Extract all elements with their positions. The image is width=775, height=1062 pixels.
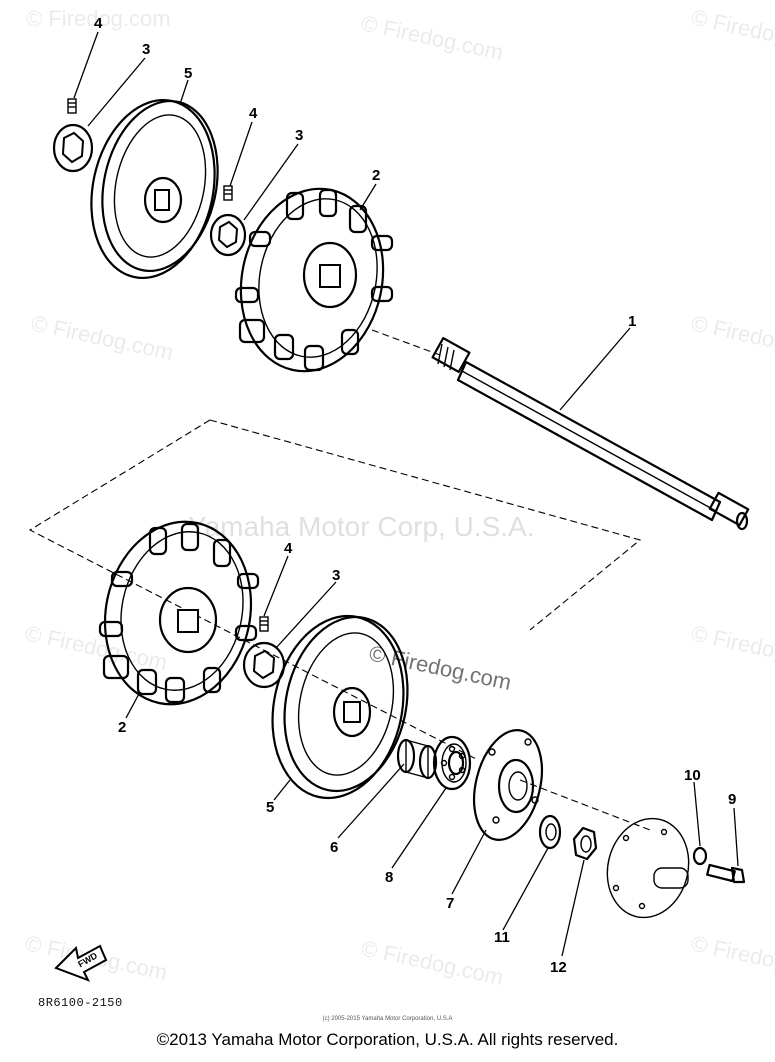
copyright-footer: ©2013 Yamaha Motor Corporation, U.S.A. A… — [156, 1030, 619, 1049]
callout-1: 1 — [628, 313, 636, 330]
callout-8: 8 — [385, 869, 393, 886]
bolt — [706, 863, 746, 884]
callout-4: 4 — [284, 540, 293, 557]
watermark-text: © Firedog.com — [23, 620, 170, 675]
watermark-text: © Firedog.com — [359, 10, 506, 65]
idler-wheel-top — [90, 98, 219, 280]
leader-lines — [73, 31, 739, 957]
guide-line-hub — [519, 779, 651, 831]
spacer — [396, 738, 438, 780]
lock-washer — [692, 846, 708, 866]
callout-2: 2 — [118, 719, 126, 736]
callout-3: 3 — [332, 567, 340, 584]
set-screw-bottom — [259, 616, 269, 632]
callout-3: 3 — [142, 41, 150, 58]
watermark-text: © Firedog.com — [689, 620, 775, 675]
callout-labels: 4 3 5 4 3 2 1 2 4 3 5 6 8 7 11 12 10 9 — [94, 15, 736, 976]
nut — [572, 826, 598, 861]
small-credit-line: (c) 2005-2015 Yamaha Motor Corporation, … — [322, 1016, 453, 1022]
sprocket-bottom — [98, 520, 260, 706]
callout-2: 2 — [372, 167, 380, 184]
sprocket-bottom-teeth — [98, 522, 260, 704]
watermark-text: © Firedog.com — [26, 6, 171, 31]
watermark-text: © Firedog.com — [689, 310, 775, 365]
callout-7: 7 — [446, 895, 454, 912]
watermark-text: © Firedog.com — [359, 935, 506, 990]
watermark-text: © Firedog.com — [689, 930, 775, 985]
bearing — [432, 735, 472, 791]
forward-direction-arrow: FWD — [54, 944, 108, 982]
collar-bottom — [242, 641, 286, 689]
callout-9: 9 — [728, 791, 736, 808]
drive-shaft — [431, 337, 750, 531]
watermark-text: © Firedog.com — [689, 4, 775, 59]
callout-3: 3 — [295, 127, 303, 144]
idler-wheel-bottom — [271, 614, 409, 800]
set-screw-top-left — [67, 98, 77, 114]
callout-6: 6 — [330, 839, 338, 856]
chassis-bracket — [606, 817, 690, 919]
callout-4: 4 — [249, 105, 258, 122]
sprocket-top — [234, 187, 394, 373]
callout-5: 5 — [266, 799, 274, 816]
callout-5: 5 — [184, 65, 192, 82]
watermark-layer: © Firedog.com © Firedog.com © Firedog.co… — [23, 4, 775, 990]
callout-10: 10 — [684, 767, 701, 784]
sprocket-top-teeth — [234, 188, 394, 372]
guide-line-shaft — [371, 329, 441, 356]
assembly-guide-lines — [28, 329, 651, 831]
watermark-text-visible: © Firedog.com — [367, 640, 514, 695]
guide-line-left — [28, 419, 479, 761]
diagram-part-number: 8R6100-2150 — [38, 996, 123, 1010]
callout-4: 4 — [94, 15, 103, 32]
callout-11: 11 — [494, 929, 510, 946]
washer — [538, 814, 562, 850]
collar-top-left — [52, 123, 94, 173]
set-screw-top-mid — [223, 185, 233, 201]
collar-top-mid — [209, 213, 247, 257]
bearing-housing — [473, 729, 543, 841]
callout-12: 12 — [550, 959, 567, 976]
guide-line-right — [209, 419, 642, 631]
watermark-text: © Firedog.com — [29, 310, 176, 365]
watermark-center-text: Yamaha Motor Corp, U.S.A. — [188, 511, 535, 542]
